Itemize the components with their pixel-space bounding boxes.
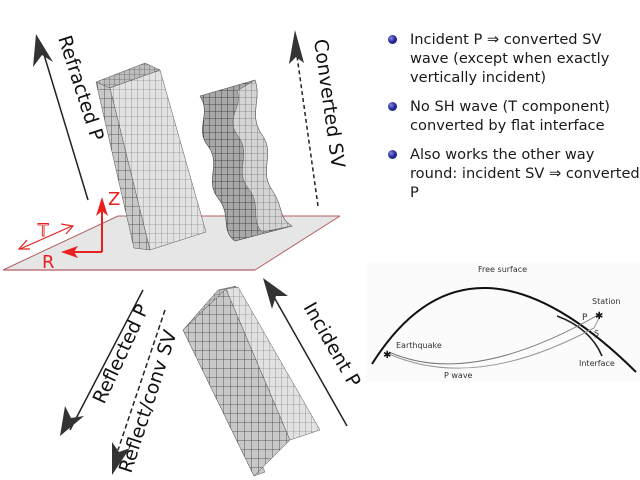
free-surface-curve bbox=[371, 287, 637, 373]
earthquake-star-icon: ✱ bbox=[383, 350, 391, 361]
bullet-icon bbox=[388, 35, 397, 44]
p-ray-path bbox=[388, 314, 599, 365]
bullet-icon bbox=[388, 150, 397, 159]
free-surface-label: Free surface bbox=[478, 265, 527, 274]
refracted-p-arrow bbox=[33, 34, 89, 201]
bullet-item: No SH wave (T component) converted by fl… bbox=[386, 97, 640, 135]
bullet-text: Also works the other way round: incident… bbox=[410, 146, 640, 201]
incident-p-label: Incident P bbox=[299, 299, 365, 392]
incident-p-arrow bbox=[263, 278, 348, 427]
reflect-conv-sv-arrow bbox=[112, 309, 166, 475]
converted-sv-arrow bbox=[289, 30, 319, 207]
earthquake-label: Earthquake bbox=[396, 341, 442, 350]
interface-label: Interface bbox=[579, 359, 615, 368]
interface-curve bbox=[556, 315, 603, 357]
axes-triad bbox=[17, 197, 108, 258]
earth-section-diagram: ✱ ✱ bbox=[366, 262, 640, 382]
axis-z-label: Z bbox=[108, 189, 120, 210]
bullet-text: Incident P ⇒ converted SV wave (except w… bbox=[410, 31, 610, 86]
s-label: S bbox=[594, 329, 599, 338]
reflected-p-arrow bbox=[60, 289, 144, 436]
p-wave-label: P wave bbox=[444, 371, 473, 380]
converted-sv-block bbox=[199, 79, 293, 242]
reflected-block bbox=[182, 285, 321, 477]
refracted-p-block bbox=[95, 62, 207, 251]
station-label: Station bbox=[592, 297, 620, 306]
bullet-icon bbox=[388, 102, 397, 111]
station-marker-icon: ✱ bbox=[595, 311, 603, 322]
axis-r-label: R bbox=[42, 252, 55, 273]
bullet-list: Incident P ⇒ converted SV wave (except w… bbox=[386, 30, 640, 212]
bullet-item: Also works the other way round: incident… bbox=[386, 145, 640, 202]
converted-sv-label: Converted SV bbox=[309, 38, 349, 170]
p-label: P bbox=[582, 313, 588, 323]
s-ray-path bbox=[388, 315, 601, 369]
bullet-text: No SH wave (T component) converted by fl… bbox=[410, 98, 610, 134]
axis-t-label: T bbox=[37, 221, 49, 241]
bullet-item: Incident P ⇒ converted SV wave (except w… bbox=[386, 30, 640, 87]
